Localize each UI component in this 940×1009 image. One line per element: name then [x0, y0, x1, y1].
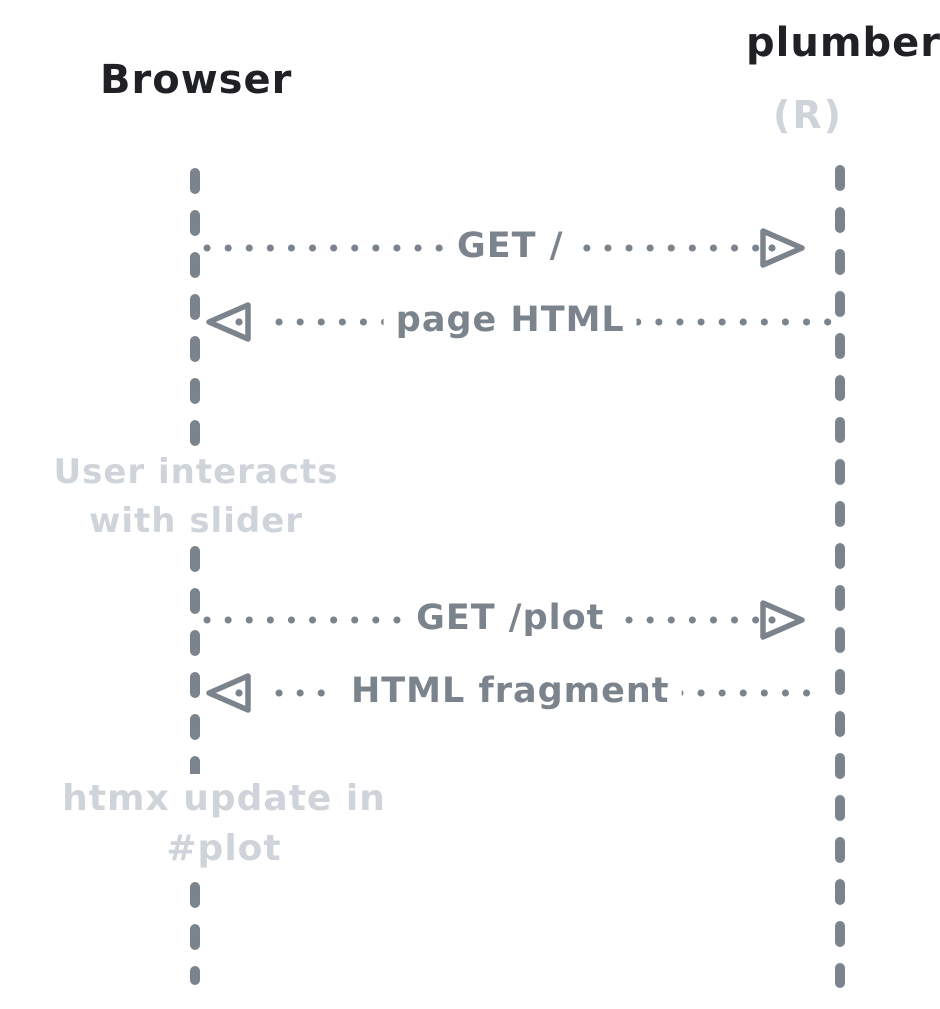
message-get-plot: GET /plot — [195, 596, 845, 642]
message-label-html-fragment: HTML fragment — [339, 669, 682, 714]
arrowhead-right-icon — [760, 228, 805, 268]
message-label-page-html: page HTML — [383, 298, 637, 343]
arrowhead-left-icon — [206, 302, 251, 342]
message-html-fragment: HTML fragment — [195, 669, 845, 715]
message-get-root: GET / — [195, 224, 845, 270]
actor-label-plumber2: plumber2 — [746, 20, 940, 66]
note-htmx-update-plot: htmx update in #plot — [8, 774, 440, 874]
message-page-html: page HTML — [195, 298, 845, 344]
message-label-get-root: GET / — [445, 224, 576, 269]
actor-sublabel-r: (R) — [773, 93, 843, 137]
arrowhead-left-icon — [206, 673, 251, 713]
note-user-interacts-slider: User interacts with slider — [35, 448, 357, 546]
actor-label-browser: Browser — [100, 57, 293, 103]
arrowhead-right-icon — [760, 600, 805, 640]
message-label-get-plot: GET /plot — [404, 596, 617, 641]
